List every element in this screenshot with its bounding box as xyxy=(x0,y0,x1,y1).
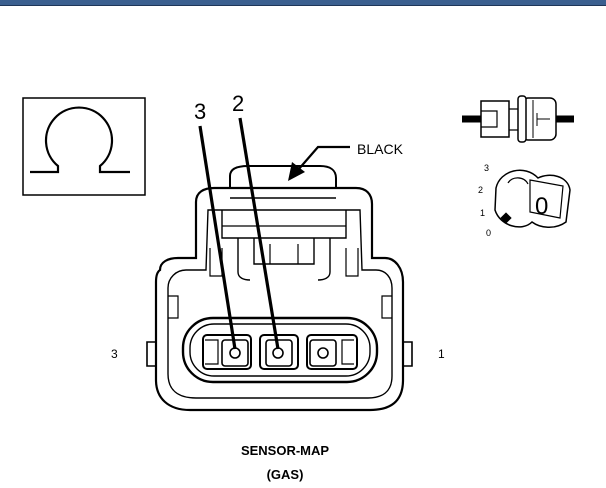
side-label-left: 3 xyxy=(111,347,118,361)
terminal-pin-1 xyxy=(306,334,358,370)
key-position-marker xyxy=(500,212,512,224)
ignition-position-2: 2 xyxy=(478,185,483,195)
key-icon: 3 2 1 0 0 xyxy=(478,163,571,238)
terminal-pin-3 xyxy=(202,334,252,370)
side-label-right: 1 xyxy=(438,347,445,361)
connector-caption-name: SENSOR-MAP xyxy=(240,443,330,458)
color-callout: BLACK xyxy=(288,141,404,181)
window-title-bar xyxy=(0,0,606,6)
pin-3-leader-line xyxy=(198,125,237,350)
ignition-position-0: 0 xyxy=(486,228,491,238)
pin-callout-3: 3 xyxy=(194,99,206,124)
color-callout-label: BLACK xyxy=(357,141,404,157)
pin-callout-2: 2 xyxy=(232,91,244,116)
pin-2-leader-line xyxy=(238,117,280,350)
ignition-position-3: 3 xyxy=(484,163,489,173)
terminal-pin-2 xyxy=(259,334,299,370)
key-position-label: 0 xyxy=(535,193,548,220)
connector-body xyxy=(146,165,413,412)
connector-icon xyxy=(462,95,574,143)
ohm-icon xyxy=(22,97,146,196)
ignition-position-1: 1 xyxy=(480,208,485,218)
connector-caption-variant: (GAS) xyxy=(266,467,304,482)
